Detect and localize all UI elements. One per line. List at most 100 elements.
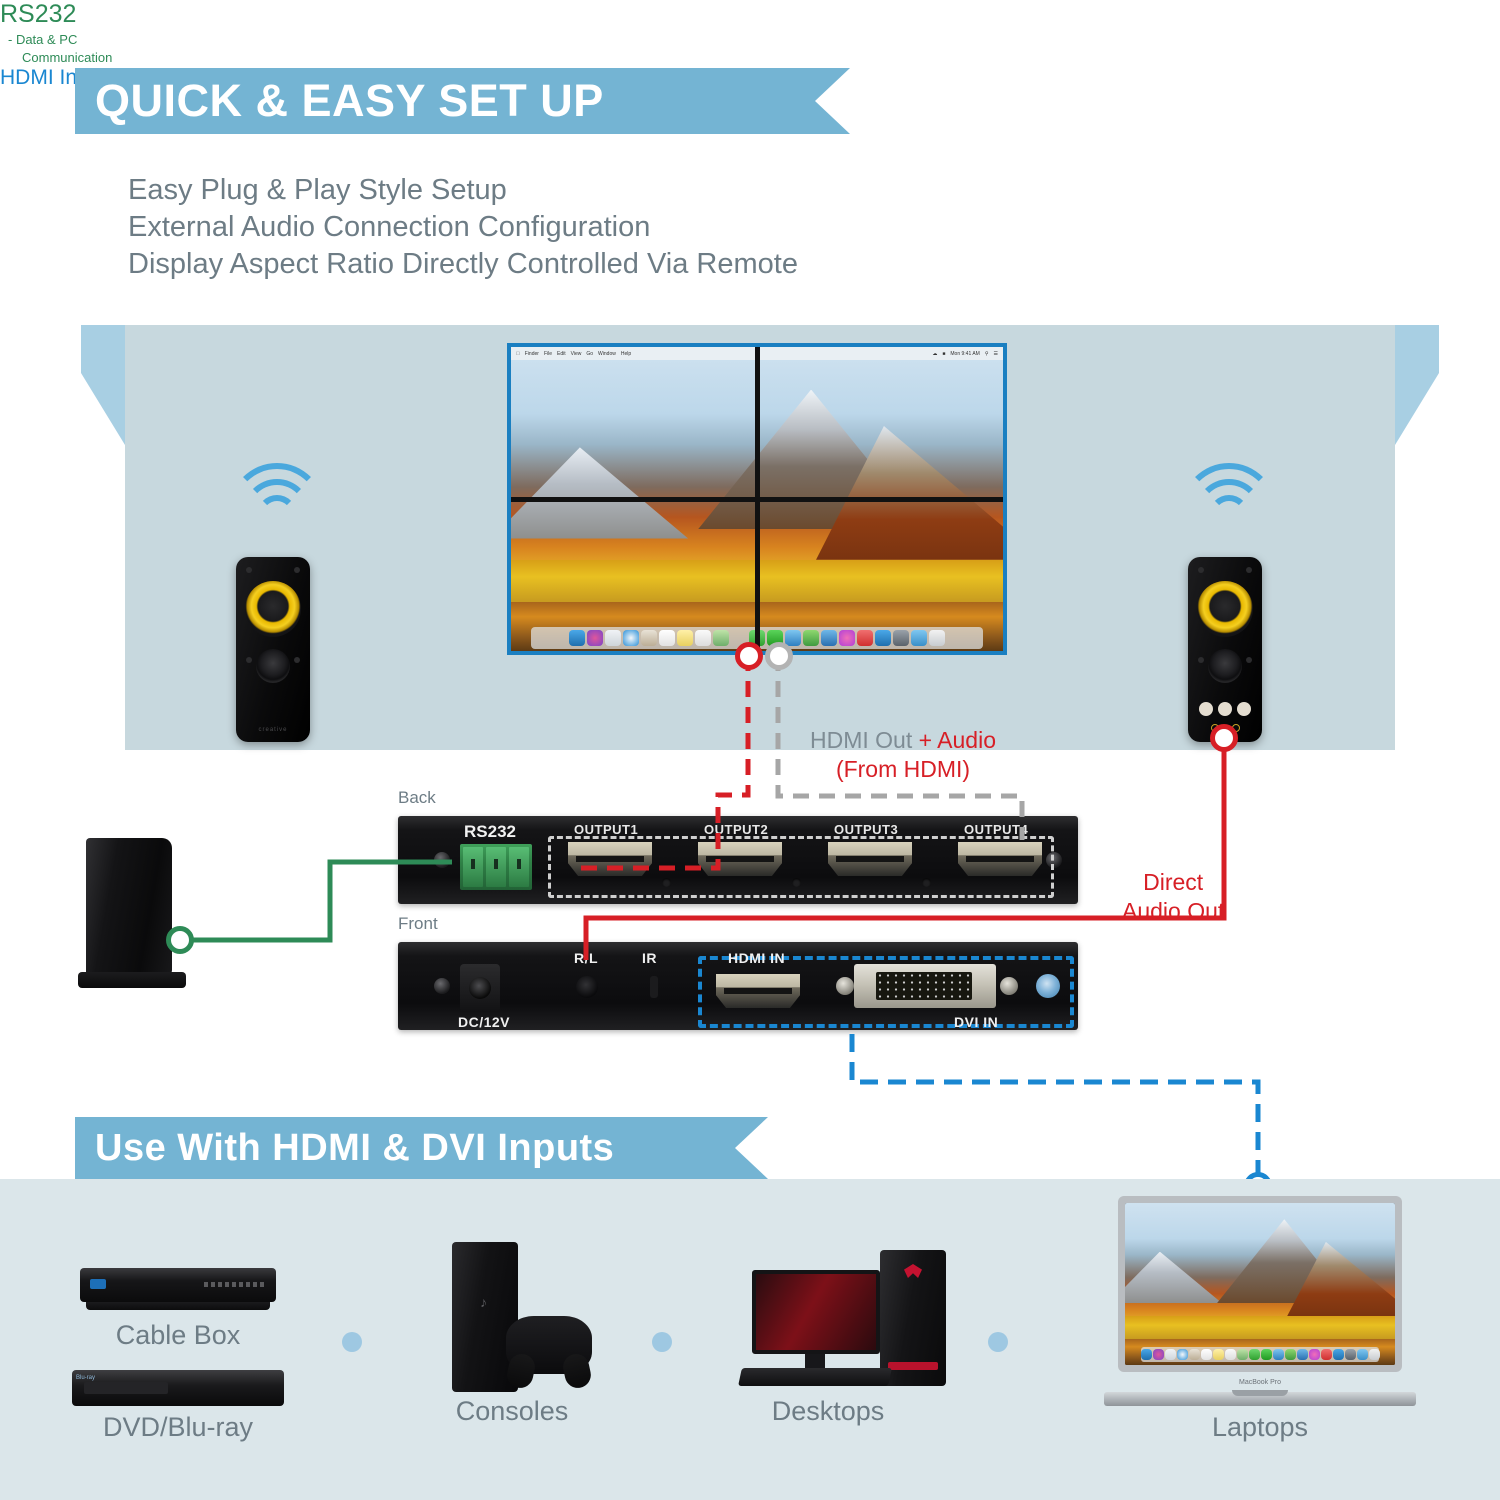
calendar-icon[interactable] xyxy=(659,630,675,646)
safari-icon[interactable] xyxy=(1176,1349,1188,1360)
feature-bullet-3: Display Aspect Ratio Directly Controlled… xyxy=(128,248,798,280)
hdmi-out-callout: HDMI Out + Audio (From HDMI) xyxy=(810,726,996,784)
blue-dial-knob[interactable] xyxy=(1036,974,1060,998)
maps-icon[interactable] xyxy=(713,630,729,646)
search-icon[interactable]: ⚲ xyxy=(984,350,989,357)
siri-icon[interactable] xyxy=(1152,1349,1164,1360)
menubar-item-file[interactable]: File xyxy=(540,350,552,357)
control-center-icon[interactable]: ☰ xyxy=(993,350,998,357)
direct-audio-line2: Audio Out xyxy=(1122,897,1225,924)
signal-arc-inner xyxy=(257,495,297,535)
menubar-clock[interactable]: Mon 9:41 AM xyxy=(950,350,980,357)
reminders-icon[interactable] xyxy=(1224,1349,1236,1360)
itunes-icon[interactable] xyxy=(839,630,855,646)
connector-node-hdmi-gray[interactable] xyxy=(765,642,793,670)
contacts-icon[interactable] xyxy=(641,630,657,646)
video-wall-screens:  Finder File Edit View Go Window Help ☁… xyxy=(511,347,1003,651)
hdmi-input-port[interactable] xyxy=(716,974,800,1008)
notes-icon[interactable] xyxy=(1212,1349,1224,1360)
launchpad-icon[interactable] xyxy=(605,630,621,646)
preferences-icon[interactable] xyxy=(1344,1349,1356,1360)
hdmi-out-callout-line1: HDMI Out + Audio xyxy=(810,726,996,755)
source-label-consoles: Consoles xyxy=(455,1396,569,1426)
volume-knob[interactable] xyxy=(1198,702,1213,716)
output-divider-dot-1 xyxy=(662,878,671,887)
numbers-icon[interactable] xyxy=(803,630,819,646)
calendar-icon[interactable] xyxy=(1200,1349,1212,1360)
rs232-callout-title: RS232 xyxy=(0,0,77,28)
launchpad-icon[interactable] xyxy=(1164,1349,1176,1360)
hdmi-out-text: HDMI Out xyxy=(810,727,913,753)
feature-bullet-2: External Audio Connection Configuration xyxy=(128,211,651,243)
wifi-icon[interactable]: ☁ xyxy=(932,350,938,357)
output2-label: OUTPUT2 xyxy=(704,822,769,837)
ir-sensor[interactable] xyxy=(650,976,658,998)
facetime-icon[interactable] xyxy=(1260,1349,1272,1360)
laptop-trackpad-notch xyxy=(1232,1390,1288,1396)
rog-logo-icon xyxy=(904,1264,922,1278)
menubar-item-window[interactable]: Window xyxy=(594,350,616,357)
right-speaker-knobs[interactable] xyxy=(1196,702,1254,716)
dc-power-jack[interactable] xyxy=(460,964,500,1012)
downloads-icon[interactable] xyxy=(911,630,927,646)
rs232-terminal-block[interactable] xyxy=(460,844,532,890)
itunes-icon[interactable] xyxy=(1308,1349,1320,1360)
rl-audio-jack[interactable] xyxy=(576,976,598,998)
hdmi-output-3-port[interactable] xyxy=(828,842,912,876)
appstore-icon[interactable] xyxy=(875,630,891,646)
laptop-deck xyxy=(1104,1392,1416,1406)
downloads-icon[interactable] xyxy=(1356,1349,1368,1360)
reminders-icon[interactable] xyxy=(695,630,711,646)
direct-audio-out-callout: Direct Audio Out xyxy=(1122,868,1224,926)
menubar-item-go[interactable]: Go xyxy=(582,350,593,357)
separator-dot-2 xyxy=(652,1332,672,1352)
finder-icon[interactable] xyxy=(569,630,585,646)
hdmi-output-4-port[interactable] xyxy=(958,842,1042,876)
keynote-icon[interactable] xyxy=(1296,1349,1308,1360)
maps-icon[interactable] xyxy=(1236,1349,1248,1360)
finder-icon[interactable] xyxy=(1140,1349,1152,1360)
trash-icon[interactable] xyxy=(1368,1349,1380,1360)
rs232-port-label: RS232 xyxy=(464,822,516,841)
dvi-pin-array xyxy=(876,972,972,1000)
mail-icon[interactable] xyxy=(1272,1349,1284,1360)
battery-icon[interactable]: ■ xyxy=(942,350,946,357)
news-icon[interactable] xyxy=(857,630,873,646)
notes-icon[interactable] xyxy=(677,630,693,646)
connector-node-speaker-red[interactable] xyxy=(1210,724,1238,752)
video-wall-horizontal-bezel xyxy=(511,497,1003,502)
right-wireless-signal-icon xyxy=(1181,463,1277,515)
contacts-icon[interactable] xyxy=(1188,1349,1200,1360)
keynote-icon[interactable] xyxy=(821,630,837,646)
treble-knob[interactable] xyxy=(1237,702,1252,716)
device-back-panel: RS232 OUTPUT1 OUTPUT2 OUTPUT3 OUTPUT4 xyxy=(398,816,1078,904)
news-icon[interactable] xyxy=(1320,1349,1332,1360)
speaker-screw-tr xyxy=(294,567,300,573)
apple-menu-icon[interactable]:  xyxy=(516,351,520,357)
back-panel-label: Back xyxy=(398,788,436,807)
source-label-cable-box: Cable Box xyxy=(115,1320,241,1350)
stage-left-wing xyxy=(81,325,125,445)
connector-node-hdmi-red[interactable] xyxy=(735,642,763,670)
menubar-item-finder[interactable]: Finder xyxy=(521,350,539,357)
dvi-input-port[interactable] xyxy=(854,964,996,1008)
console-logo: ♪ xyxy=(480,1294,487,1310)
trash-icon[interactable] xyxy=(929,630,945,646)
menubar-item-help[interactable]: Help xyxy=(617,350,631,357)
mail-icon[interactable] xyxy=(785,630,801,646)
laptop-wallpaper xyxy=(1125,1203,1395,1365)
menubar-item-edit[interactable]: Edit xyxy=(553,350,566,357)
speaker-screw-br xyxy=(1246,657,1252,663)
hdmi-output-1-port[interactable] xyxy=(568,842,652,876)
numbers-icon[interactable] xyxy=(1284,1349,1296,1360)
safari-icon[interactable] xyxy=(623,630,639,646)
siri-icon[interactable] xyxy=(587,630,603,646)
connector-node-rs232-green[interactable] xyxy=(166,926,194,954)
preferences-icon[interactable] xyxy=(893,630,909,646)
bass-knob[interactable] xyxy=(1217,702,1232,716)
menubar-item-view[interactable]: View xyxy=(566,350,582,357)
messages-icon[interactable] xyxy=(1248,1349,1260,1360)
hdmi-output-2-port[interactable] xyxy=(698,842,782,876)
speaker-screw-tr xyxy=(1246,567,1252,573)
appstore-icon[interactable] xyxy=(1332,1349,1344,1360)
